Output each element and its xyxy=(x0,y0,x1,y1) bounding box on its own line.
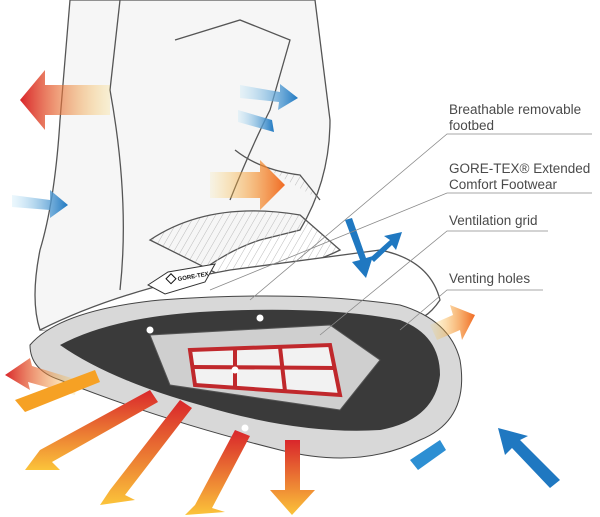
cool-air-arrows xyxy=(12,84,560,488)
cool-arrow xyxy=(498,428,560,488)
warm-arrow xyxy=(210,160,285,210)
warm-arrow xyxy=(15,370,100,412)
warm-air-arrows xyxy=(5,70,475,515)
warm-arrow xyxy=(20,70,110,130)
label-footbed: Breathable removable footbed xyxy=(449,102,581,134)
boot-shaft xyxy=(34,0,441,331)
ventilation-grid xyxy=(187,342,343,398)
leader-footbed xyxy=(249,133,592,301)
warm-arrow xyxy=(25,390,158,470)
label-line: footbed xyxy=(449,118,495,133)
cool-arrow xyxy=(12,190,68,218)
leader-gore-tex xyxy=(209,192,592,291)
cool-arrow xyxy=(240,84,298,110)
gore-tex-logo: GORE-TEX xyxy=(147,263,216,295)
cool-arrow xyxy=(370,232,402,262)
cool-arrow xyxy=(238,110,274,132)
label-ventilation-grid: Ventilation grid xyxy=(449,213,538,228)
label-line: Comfort Footwear xyxy=(449,177,558,192)
warm-arrow xyxy=(270,440,315,515)
warm-arrow xyxy=(185,430,250,515)
cool-arrow xyxy=(410,440,446,470)
label-line: Breathable removable xyxy=(449,102,582,117)
warm-arrow xyxy=(100,400,192,505)
svg-text:GORE-TEX: GORE-TEX xyxy=(177,272,209,283)
label-venting-holes: Venting holes xyxy=(449,271,531,286)
venting-holes xyxy=(146,314,264,432)
label-gore-tex: GORE-TEX® Extended Comfort Footwear xyxy=(449,161,590,193)
leader-grid xyxy=(319,230,548,336)
leader-lines xyxy=(209,133,592,336)
label-line: GORE-TEX® Extended xyxy=(449,161,591,176)
warm-arrow xyxy=(430,305,475,340)
cool-arrow xyxy=(345,218,373,278)
leader-holes xyxy=(399,289,543,331)
